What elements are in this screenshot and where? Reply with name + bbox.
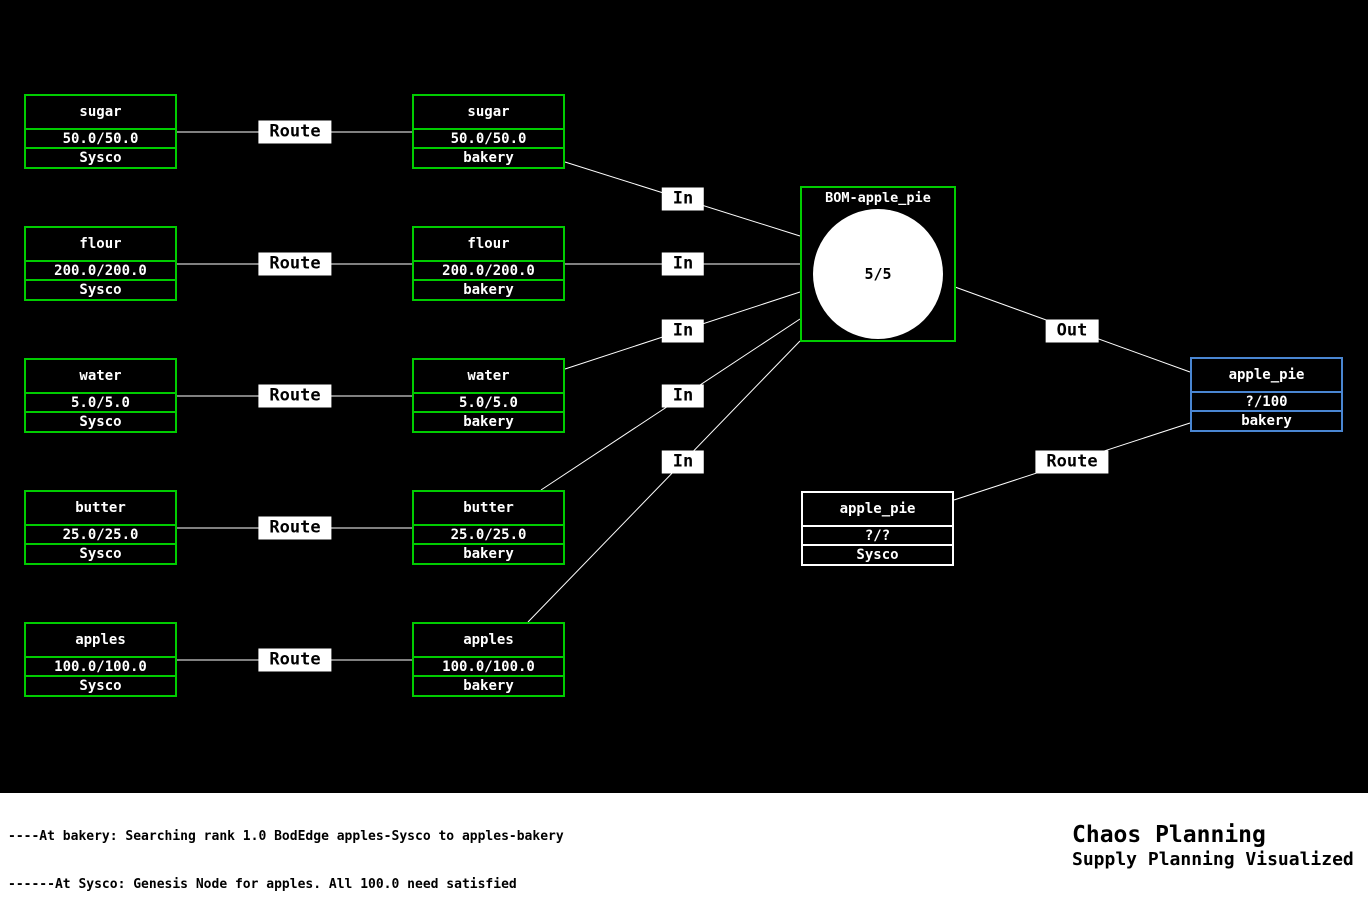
- edge-label-in-flour: In: [661, 252, 705, 276]
- node-title: butter: [26, 492, 175, 526]
- edge-label-route-butter: Route: [258, 516, 332, 540]
- node-supply-value: 25.0/25.0: [26, 526, 175, 545]
- node-flour-sysco[interactable]: flour 200.0/200.0 Sysco: [24, 226, 177, 301]
- node-apple-pie-bakery[interactable]: apple_pie ?/100 bakery: [1190, 357, 1343, 432]
- node-supply-value: 200.0/200.0: [414, 262, 563, 281]
- node-title: apple_pie: [1192, 359, 1341, 393]
- log-text: ----At bakery: Searching rank 1.0 BodEdg…: [8, 797, 564, 912]
- node-title: butter: [414, 492, 563, 526]
- node-apple-pie-sysco[interactable]: apple_pie ?/? Sysco: [801, 491, 954, 566]
- node-supply-value: 100.0/100.0: [26, 658, 175, 677]
- edge-label-route-apple-pie: Route: [1035, 450, 1109, 474]
- node-title: sugar: [26, 96, 175, 130]
- edge-label-out: Out: [1045, 319, 1099, 343]
- node-apples-bakery[interactable]: apples 100.0/100.0 bakery: [412, 622, 565, 697]
- edge-label-route-flour: Route: [258, 252, 332, 276]
- edge-label-in-sugar: In: [661, 187, 705, 211]
- node-title: flour: [414, 228, 563, 262]
- node-supply-value: ?/?: [803, 527, 952, 546]
- node-butter-sysco[interactable]: butter 25.0/25.0 Sysco: [24, 490, 177, 565]
- node-supply-value: 5.0/5.0: [26, 394, 175, 413]
- node-sugar-bakery[interactable]: sugar 50.0/50.0 bakery: [412, 94, 565, 169]
- log-line: ----At bakery: Searching rank 1.0 BodEdg…: [8, 829, 564, 845]
- node-title: water: [414, 360, 563, 394]
- node-supply-value: 5.0/5.0: [414, 394, 563, 413]
- status-bar: ----At bakery: Searching rank 1.0 BodEdg…: [0, 793, 1368, 912]
- node-water-sysco[interactable]: water 5.0/5.0 Sysco: [24, 358, 177, 433]
- node-bom-apple-pie[interactable]: BOM-apple_pie 5/5: [800, 186, 956, 342]
- node-location: Sysco: [79, 282, 122, 298]
- node-location: Sysco: [79, 414, 122, 430]
- node-water-bakery[interactable]: water 5.0/5.0 bakery: [412, 358, 565, 433]
- node-supply-value: 50.0/50.0: [26, 130, 175, 149]
- edge-label-in-butter: In: [661, 384, 705, 408]
- node-location: bakery: [463, 414, 514, 430]
- app-title: Chaos Planning: [1072, 822, 1266, 848]
- node-supply-value: 200.0/200.0: [26, 262, 175, 281]
- app-subtitle: Supply Planning Visualized: [1072, 849, 1354, 870]
- node-flour-bakery[interactable]: flour 200.0/200.0 bakery: [412, 226, 565, 301]
- app-branding: Chaos Planning Supply Planning Visualize…: [1072, 822, 1354, 871]
- node-supply-value: 100.0/100.0: [414, 658, 563, 677]
- node-location: bakery: [463, 546, 514, 562]
- node-title: apples: [26, 624, 175, 658]
- node-supply-value: 25.0/25.0: [414, 526, 563, 545]
- node-location: bakery: [463, 282, 514, 298]
- node-location: Sysco: [79, 678, 122, 694]
- node-location: bakery: [1241, 413, 1292, 429]
- node-supply-value: ?/100: [1192, 393, 1341, 412]
- bom-progress-value: 5/5: [864, 265, 892, 283]
- node-apples-sysco[interactable]: apples 100.0/100.0 Sysco: [24, 622, 177, 697]
- edge-label-route-sugar: Route: [258, 120, 332, 144]
- node-location: Sysco: [79, 546, 122, 562]
- node-supply-value: 50.0/50.0: [414, 130, 563, 149]
- node-title: flour: [26, 228, 175, 262]
- node-title: sugar: [414, 96, 563, 130]
- node-location: Sysco: [856, 547, 899, 563]
- node-location: bakery: [463, 678, 514, 694]
- bom-progress-circle: 5/5: [813, 209, 943, 339]
- edge-label-route-water: Route: [258, 384, 332, 408]
- edge-label-in-water: In: [661, 319, 705, 343]
- node-title: water: [26, 360, 175, 394]
- bom-title: BOM-apple_pie: [825, 190, 931, 206]
- node-butter-bakery[interactable]: butter 25.0/25.0 bakery: [412, 490, 565, 565]
- log-line: ------At Sysco: Genesis Node for apples.…: [8, 877, 517, 893]
- node-sugar-sysco[interactable]: sugar 50.0/50.0 Sysco: [24, 94, 177, 169]
- node-title: apples: [414, 624, 563, 658]
- node-title: apple_pie: [803, 493, 952, 527]
- edge-label-in-apples: In: [661, 450, 705, 474]
- edge-label-route-apples: Route: [258, 648, 332, 672]
- node-location: Sysco: [79, 150, 122, 166]
- node-location: bakery: [463, 150, 514, 166]
